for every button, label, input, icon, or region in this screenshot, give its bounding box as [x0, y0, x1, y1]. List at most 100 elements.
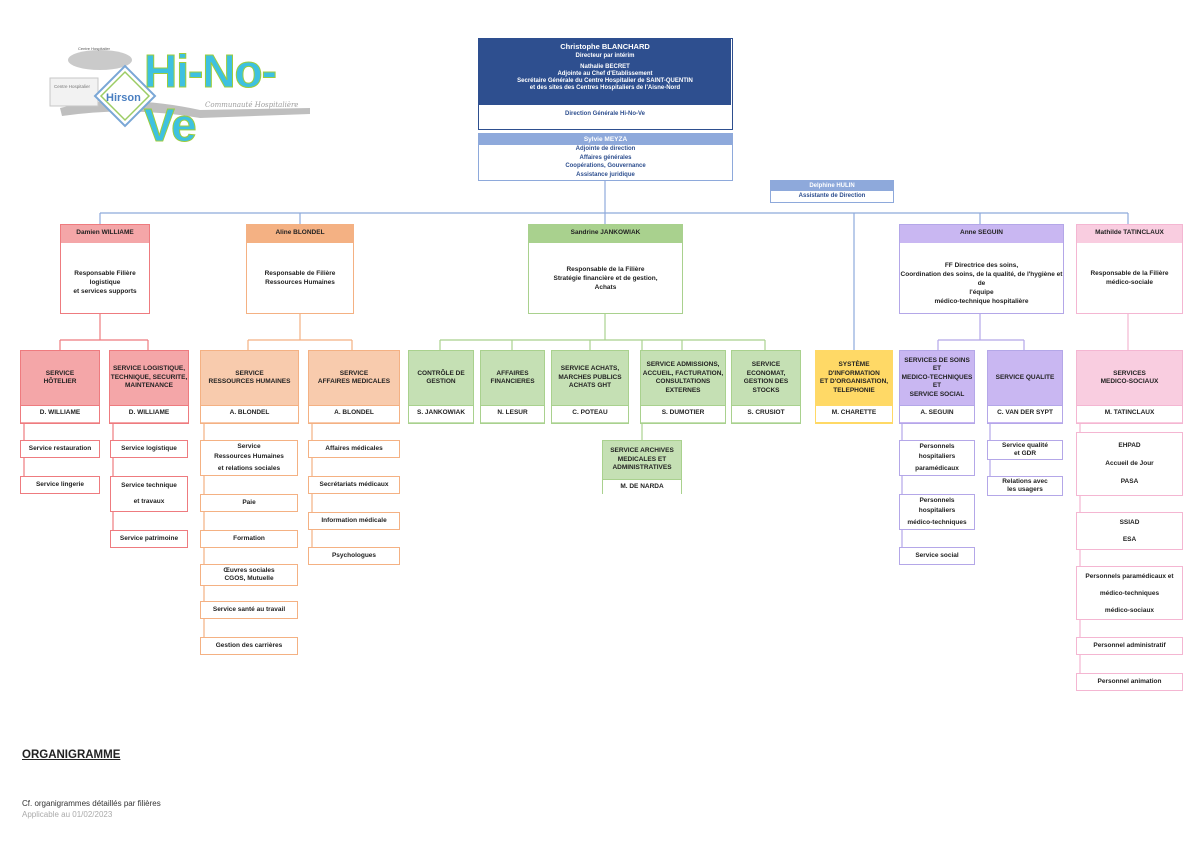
sub-label: Personnels	[919, 443, 955, 450]
sub-label: hospitaliers	[918, 453, 956, 460]
sub-label: Affaires médicales	[325, 444, 383, 452]
sub-label: Psychologues	[331, 551, 377, 559]
service-title: SERVICE ADMISSIONS,ACCUEIL, FACTURATION,…	[641, 351, 725, 405]
head-desc: Responsable de Filière Ressources Humain…	[247, 243, 353, 287]
service-title-line: SERVICE SOCIAL	[909, 390, 965, 398]
sub-label: Ressources Humaines	[214, 453, 284, 460]
adjoint-line-2: Affaires générales	[579, 154, 632, 161]
sub-label: Service santé au travail	[212, 605, 286, 613]
assistant-name: Delphine HULIN	[771, 181, 893, 191]
service-box-logistique: SERVICE LOGISTIQUE,TECHNIQUE, SECURITE,M…	[109, 350, 189, 424]
sub-carrieres: Gestion des carrières	[200, 637, 298, 655]
service-title-line: AFFAIRES	[496, 369, 529, 377]
service-title-line: SERVICE QUALITE	[995, 373, 1055, 381]
sub-label: CGOS, Mutuelle	[224, 575, 274, 582]
sub-label: Secrétariats médicaux	[319, 480, 389, 488]
service-manager: S. CRUSIOT	[732, 405, 800, 422]
sub-label: Service patrimoine	[119, 534, 179, 542]
service-manager: A. BLONDEL	[201, 405, 298, 422]
service-title-line: ACHATS GHT	[568, 382, 612, 390]
service-manager: D. WILLIAME	[21, 405, 99, 422]
service-title: SERVICE QUALITE	[988, 351, 1062, 405]
service-manager: D. WILLIAME	[110, 405, 188, 422]
sub-label: Service lingerie	[35, 480, 85, 488]
head-desc-line: Responsable de la Filière	[566, 266, 645, 273]
sub-label: ESA	[1122, 536, 1137, 543]
sub-paie: Paie	[200, 494, 298, 512]
service-title-line: AFFAIRES MEDICALES	[317, 378, 391, 385]
head-desc-line: Stratégie financière et de gestion,	[553, 275, 658, 282]
sub-personnel-animation: Personnel animation	[1076, 673, 1183, 691]
service-title-line: MEDICO-SOCIAUX	[1100, 378, 1159, 385]
sub-label: Service	[237, 443, 261, 450]
head-desc: Responsable Filière logistique et servic…	[61, 243, 149, 296]
service-title-line: ADMINISTRATIVES	[612, 464, 672, 472]
sub-affaires-medicales: Affaires médicales	[308, 440, 400, 458]
sub-secretariats: Secrétariats médicaux	[308, 476, 400, 494]
sub-label: paramédicaux	[915, 465, 959, 472]
sub-label: Service restauration	[28, 444, 92, 452]
footer-date: Applicable au 01/02/2023	[22, 810, 113, 819]
sub-label: SSIAD	[1119, 519, 1140, 526]
assistant-role: Assistante de Direction	[798, 193, 866, 199]
head-desc: Responsable de la Filière médico-sociale	[1077, 243, 1182, 287]
assistant-box: Delphine HULIN Assistante de Direction	[770, 180, 894, 203]
director-header: Christophe BLANCHARD Directeur par intér…	[479, 39, 731, 105]
service-manager: C. VAN DER SYPT	[988, 405, 1062, 422]
sub-label: Service social	[915, 551, 959, 559]
director-name: Christophe BLANCHARD	[560, 42, 650, 51]
head-desc-line: Responsable de la Filière	[1090, 270, 1169, 277]
service-title-line: SERVICES DE SOINS ET	[904, 356, 970, 373]
logo-tagline: Communauté Hospitalière	[205, 101, 299, 109]
head-desc: Responsable de la Filière Stratégie fina…	[529, 243, 682, 292]
service-title-line: GESTION	[426, 378, 456, 385]
deputy-role-2: Secrétaire Générale du Centre Hospitalie…	[517, 78, 693, 84]
service-box-qualite: SERVICE QUALITE C. VAN DER SYPT	[987, 350, 1063, 424]
head-desc-line: Ressources Humaines	[265, 279, 335, 286]
service-title-line: FINANCIERES	[490, 378, 535, 385]
service-title: SERVICE ARCHIVES MEDICALES ET ADMINISTRA…	[603, 441, 681, 479]
head-desc: FF Directrice des soins, Coordination de…	[900, 243, 1063, 306]
sub-label: Formation	[233, 534, 265, 542]
service-title-line: ACCUEIL, FACTURATION,	[642, 369, 724, 377]
sub-label: Accueil de Jour	[1105, 460, 1154, 467]
head-name: Mathilde TATINCLAUX	[1077, 225, 1182, 243]
head-box-soins: Anne SEGUIN FF Directrice des soins, Coo…	[899, 224, 1064, 314]
director-box: Christophe BLANCHARD Directeur par intér…	[478, 38, 733, 130]
adjoint-line-1: Adjointe de direction	[575, 146, 636, 152]
sub-label: et GDR	[1013, 450, 1037, 457]
head-box-medsoc: Mathilde TATINCLAUX Responsable de la Fi…	[1076, 224, 1183, 314]
sub-restauration: Service restauration	[20, 440, 100, 458]
service-title-line: MEDICALES ET	[617, 455, 667, 463]
footer-title: ORGANIGRAMME	[22, 749, 121, 761]
logo-area: Centre Hospitalier Centre Hospitalier Hi…	[40, 38, 310, 152]
adjoint-line-3: Coopérations, Gouvernance	[565, 163, 646, 169]
director-role: Directeur par intérim	[575, 53, 635, 59]
service-title-line: SERVICE ECONOMAT,	[746, 361, 786, 377]
logo-small-label-2: Centre Hospitalier	[54, 84, 91, 89]
sub-label: médico-techniques	[1099, 589, 1160, 597]
sub-label: Gestion des carrières	[215, 641, 283, 649]
deputy-name: Nathalie BECRET	[580, 64, 630, 70]
service-title-line: SERVICE ADMISSIONS,	[646, 361, 720, 368]
adjoint-line-4: Assistance juridique	[576, 171, 635, 178]
service-title-line: SERVICE	[339, 369, 369, 377]
sub-sante-travail: Service santé au travail	[200, 601, 298, 619]
sub-label: Personnels	[919, 497, 955, 504]
sub-label: médico-techniques	[907, 519, 967, 526]
